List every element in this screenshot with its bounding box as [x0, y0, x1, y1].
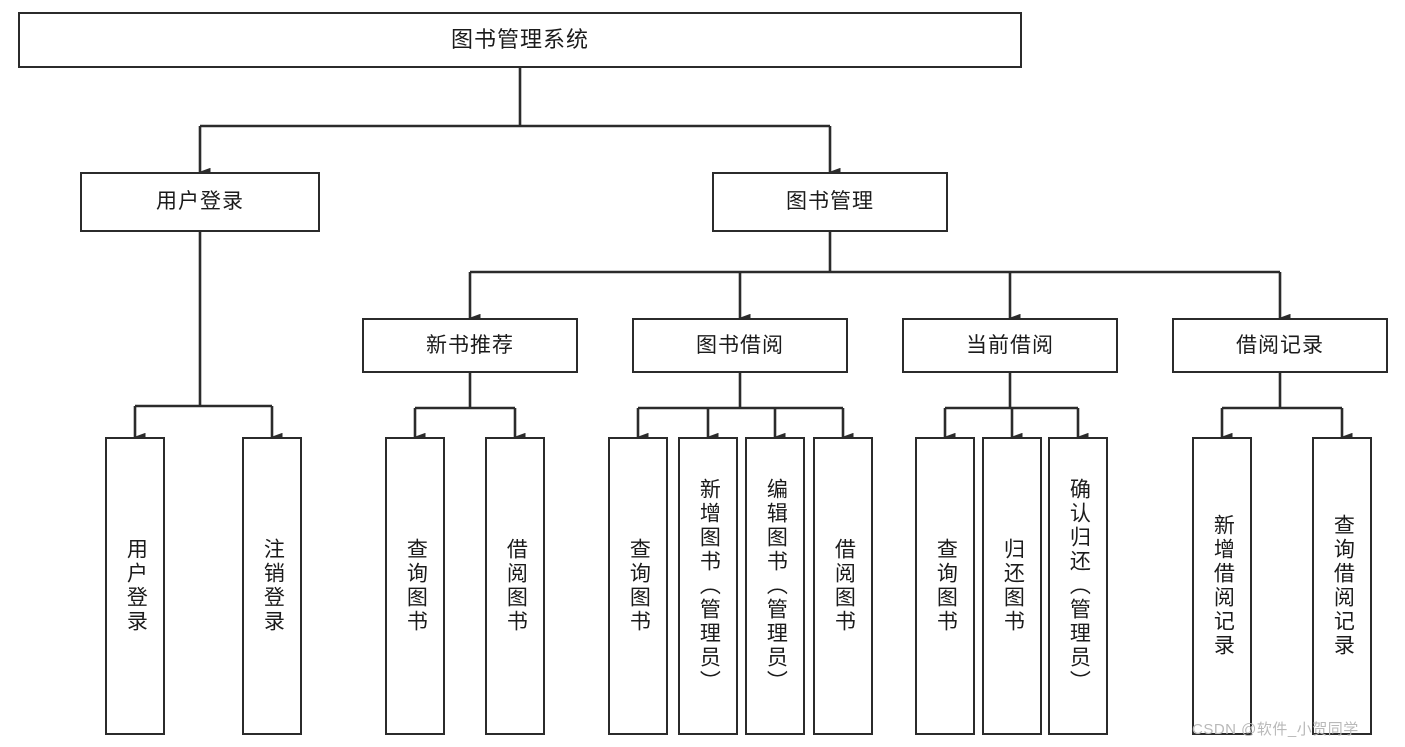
node-label: 新增图书（管理员）: [697, 478, 721, 694]
node-label: 图书管理: [786, 190, 874, 214]
node-label: 当前借阅: [966, 333, 1054, 357]
node-label: 新书推荐: [426, 333, 514, 357]
leaf-edit-book-admin[interactable]: 编辑图书（管理员）: [745, 437, 805, 735]
node-label: 用户登录: [124, 538, 148, 634]
node-new-book-recommendation[interactable]: 新书推荐: [362, 318, 578, 373]
leaf-borrow-books-borrowing[interactable]: 借阅图书: [813, 437, 873, 735]
node-label: 借阅图书: [832, 538, 856, 634]
node-label: 查询借阅记录: [1331, 514, 1355, 658]
node-label: 查询图书: [404, 538, 428, 634]
leaf-return-books[interactable]: 归还图书: [982, 437, 1042, 735]
leaf-add-borrow-record[interactable]: 新增借阅记录: [1192, 437, 1252, 735]
node-borrow-records[interactable]: 借阅记录: [1172, 318, 1388, 373]
node-book-management[interactable]: 图书管理: [712, 172, 948, 232]
node-label: 借阅图书: [504, 538, 528, 634]
node-user-login[interactable]: 用户登录: [80, 172, 320, 232]
node-label: 确认归还（管理员）: [1067, 478, 1091, 694]
node-current-borrowing[interactable]: 当前借阅: [902, 318, 1118, 373]
node-label: 查询图书: [934, 538, 958, 634]
leaf-add-book-admin[interactable]: 新增图书（管理员）: [678, 437, 738, 735]
leaf-borrow-books-recommendation[interactable]: 借阅图书: [485, 437, 545, 735]
leaf-query-books-recommendation[interactable]: 查询图书: [385, 437, 445, 735]
node-label: 编辑图书（管理员）: [764, 478, 788, 694]
leaf-user-login[interactable]: 用户登录: [105, 437, 165, 735]
node-root-system[interactable]: 图书管理系统: [18, 12, 1022, 68]
node-label: 新增借阅记录: [1211, 514, 1235, 658]
node-label: 查询图书: [627, 538, 651, 634]
node-label: 图书借阅: [696, 333, 784, 357]
leaf-query-books-current[interactable]: 查询图书: [915, 437, 975, 735]
node-label: 注销登录: [261, 538, 285, 634]
node-book-borrowing[interactable]: 图书借阅: [632, 318, 848, 373]
node-label: 用户登录: [156, 190, 244, 214]
node-label: 归还图书: [1001, 538, 1025, 634]
node-label: 借阅记录: [1236, 333, 1324, 357]
leaf-query-books-borrowing[interactable]: 查询图书: [608, 437, 668, 735]
node-label: 图书管理系统: [450, 26, 589, 52]
leaf-confirm-return-admin[interactable]: 确认归还（管理员）: [1048, 437, 1108, 735]
leaf-query-borrow-record[interactable]: 查询借阅记录: [1312, 437, 1372, 735]
leaf-logout-login[interactable]: 注销登录: [242, 437, 302, 735]
